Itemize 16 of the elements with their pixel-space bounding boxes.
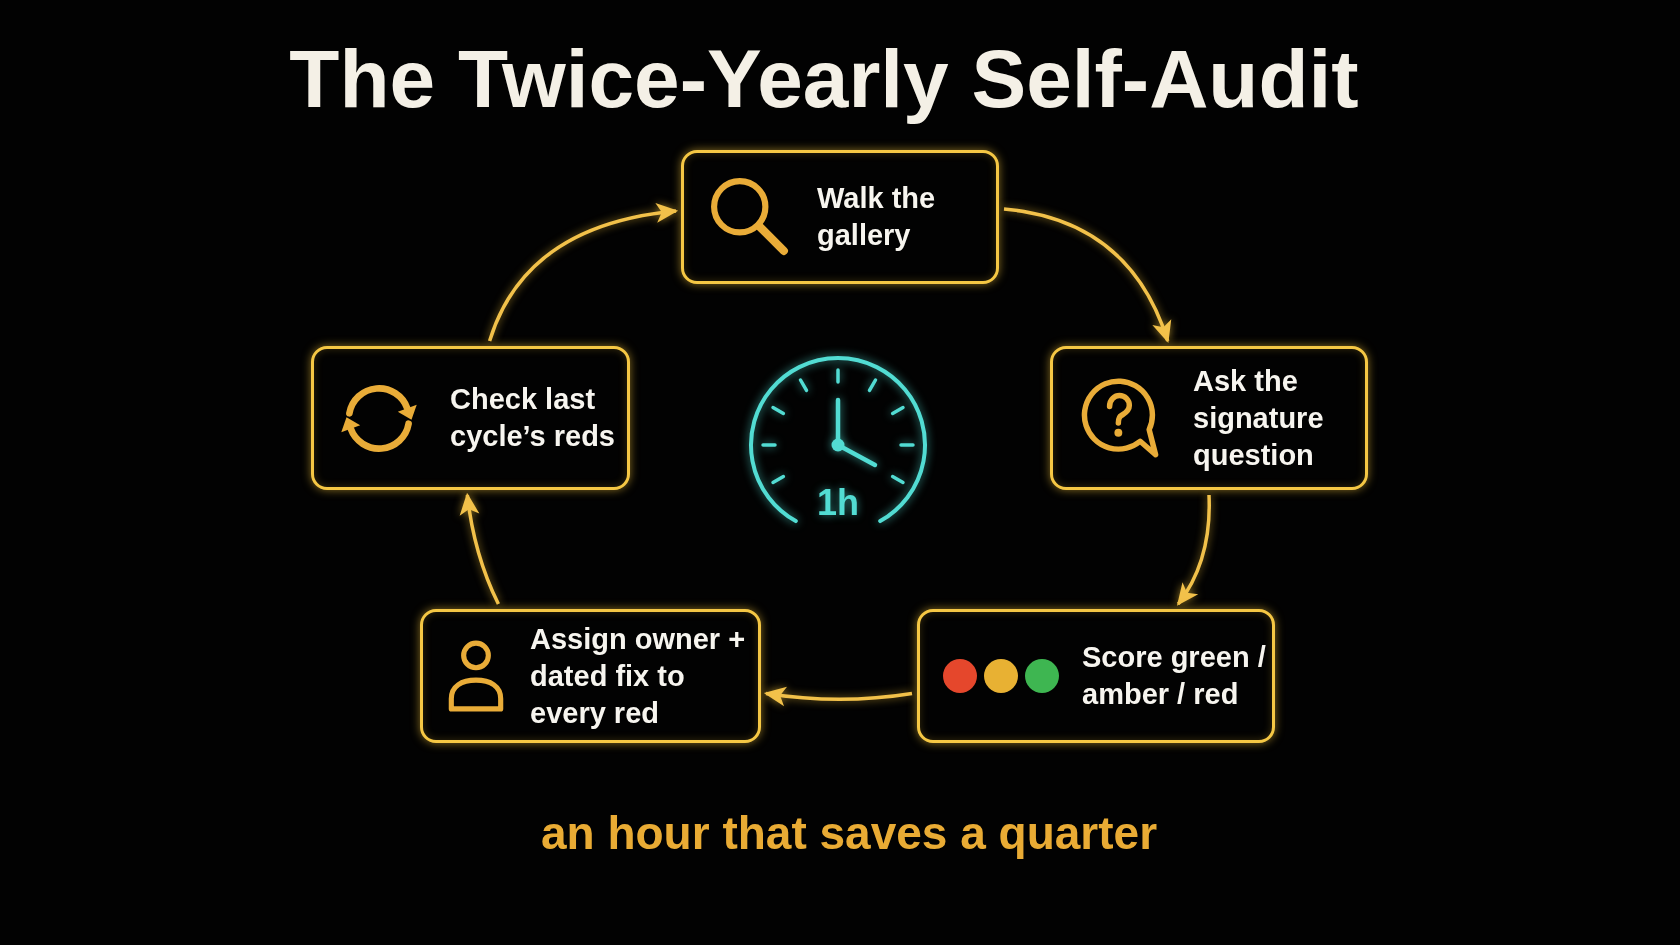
arrow	[1176, 494, 1211, 606]
step-label: Score green / amber / red	[1082, 640, 1266, 712]
step-box	[681, 150, 999, 284]
step-label: Check last cycle’s reds	[450, 382, 616, 454]
step-box	[1050, 346, 1368, 490]
arrow	[459, 492, 500, 605]
step-label: Assign owner + dated fix to every red	[530, 621, 747, 731]
arrow	[763, 686, 913, 706]
step-label: Walk the gallery	[817, 181, 937, 253]
duration-label: 1h	[817, 483, 859, 523]
step-box	[311, 346, 630, 490]
step-box	[420, 609, 761, 743]
arrow	[487, 203, 679, 342]
step-label: Ask the signature question	[1193, 363, 1325, 473]
arrow	[1003, 207, 1171, 344]
step-box	[917, 609, 1275, 743]
